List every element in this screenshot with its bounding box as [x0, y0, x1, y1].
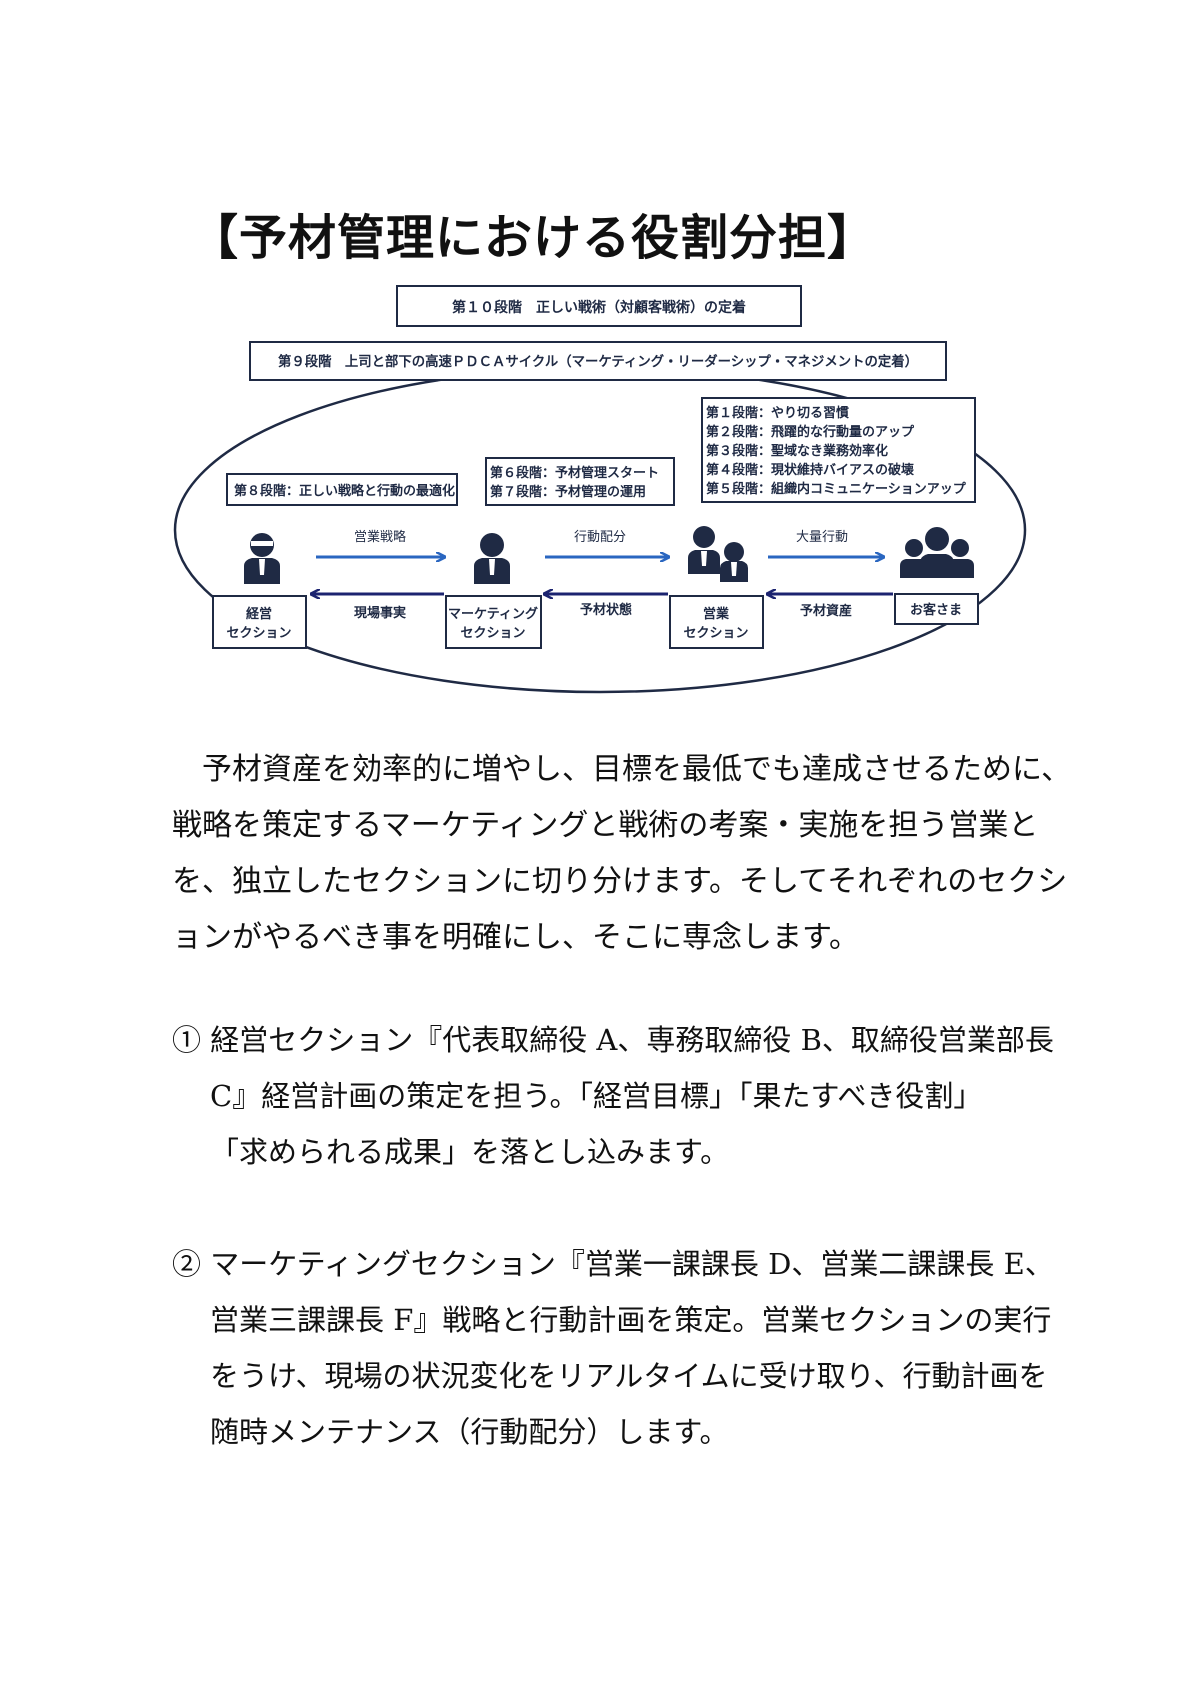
management-section-label-2: セクション	[226, 626, 291, 641]
management-section-label-1: 経営	[246, 606, 272, 622]
list-item-line: 随時メンテナンス（行動配分）します。	[210, 1415, 729, 1449]
list-item-line: ② マーケティングセクション『営業一課課長 D、営業二課課長 E、	[172, 1247, 1054, 1281]
intro-line: 予材資産を効率的に増やし、目標を最低でも達成させるために、	[172, 752, 1072, 787]
stage5-label: 第５段階：組織内コミュニケーションアップ	[706, 481, 967, 497]
stage9-box	[249, 341, 947, 381]
list-item-line: 営業三課課長 F』戦略と行動計画を策定。営業セクションの実行	[210, 1303, 1052, 1337]
stage7-label: 第７段階：予材管理の運用	[490, 484, 646, 500]
stages1to5-box	[701, 397, 976, 503]
stage8-box	[226, 473, 458, 506]
stage9-label: 第９段階 上司と部下の高速ＰＤＣＡサイクル（マーケティング・リーダーシップ・マネ…	[278, 353, 918, 370]
role-diagram: 第１０段階 正しい戦術（対顧客戦術）の定着 第９段階 上司と部下の高速ＰＤＣＡサ…	[173, 285, 1027, 694]
stages6to7-box	[485, 457, 675, 506]
field-facts-arrow-label: 現場事実	[354, 605, 406, 621]
list-item-marketing: ② マーケティングセクション『営業一課課長 D、営業二課課長 E、 営業三課課長…	[172, 1236, 1054, 1460]
customer-label: お客さま	[910, 602, 962, 618]
list-item-line: ① 経営セクション『代表取締役 A、専務取締役 B、取締役営業部長	[172, 1023, 1054, 1057]
material-status-arrow-label: 予材状態	[580, 602, 632, 618]
list-item-line: をうけ、現場の状況変化をリアルタイムに受け取り、行動計画を	[210, 1359, 1048, 1393]
marketing-section-box	[445, 595, 542, 649]
sales-section-label-1: 営業	[703, 606, 730, 622]
marketing-section-label-2: セクション	[460, 626, 525, 641]
stage6-label: 第６段階：予材管理スタート	[490, 465, 659, 481]
stage2-label: 第２段階：飛躍的な行動量のアップ	[706, 424, 915, 440]
marketing-section-label-1: マーケティング	[448, 606, 538, 622]
sales-section-box	[669, 595, 764, 649]
list-item-line: 「求められる成果」を落とし込みます。	[210, 1135, 730, 1169]
material-assets-arrow-label: 予材資産	[800, 603, 852, 619]
executive-person-icon	[244, 533, 280, 584]
action-allocation-arrow-label: 行動配分	[574, 530, 626, 545]
stage10-label: 第１０段階 正しい戦術（対顧客戦術）の定着	[452, 299, 746, 316]
list-item-management: ① 経営セクション『代表取締役 A、専務取締役 B、取締役営業部長 C』経営計画…	[172, 1012, 1054, 1180]
marketing-person-icon	[474, 533, 510, 584]
intro-line: を、独立したセクションに切り分けます。そしてそれぞれのセクシ	[172, 864, 1068, 899]
sales-section-label-2: セクション	[683, 626, 748, 641]
stage4-label: 第４段階：現状維持バイアスの破壊	[706, 462, 915, 478]
stage8-label: 第８段階：正しい戦略と行動の最適化	[234, 483, 455, 499]
stage1-label: 第１段階：やり切る習慣	[706, 405, 849, 421]
intro-line: ョンがやるべき事を明確にし、そこに専念します。	[172, 920, 859, 955]
page-title: 【予材管理における役割分担】	[190, 210, 877, 266]
customers-group-icon	[900, 527, 974, 578]
list-item-line: C』経営計画の策定を担う。「経営目標」「果たすべき役割」	[210, 1079, 983, 1113]
volume-action-arrow-label: 大量行動	[796, 530, 848, 545]
stage3-label: 第３段階：聖域なき業務効率化	[706, 443, 888, 459]
management-section-box	[212, 595, 307, 649]
strategy-arrow-label: 営業戦略	[354, 529, 406, 545]
customer-box	[894, 593, 979, 625]
intro-line: 戦略を策定するマーケティングと戦術の考案・実施を担う営業と	[172, 808, 1039, 843]
intro-paragraph: 予材資産を効率的に増やし、目標を最低でも達成させるために、 戦略を策定するマーケ…	[172, 742, 1072, 966]
sales-people-icon	[688, 526, 748, 582]
stage10-box	[396, 285, 802, 327]
